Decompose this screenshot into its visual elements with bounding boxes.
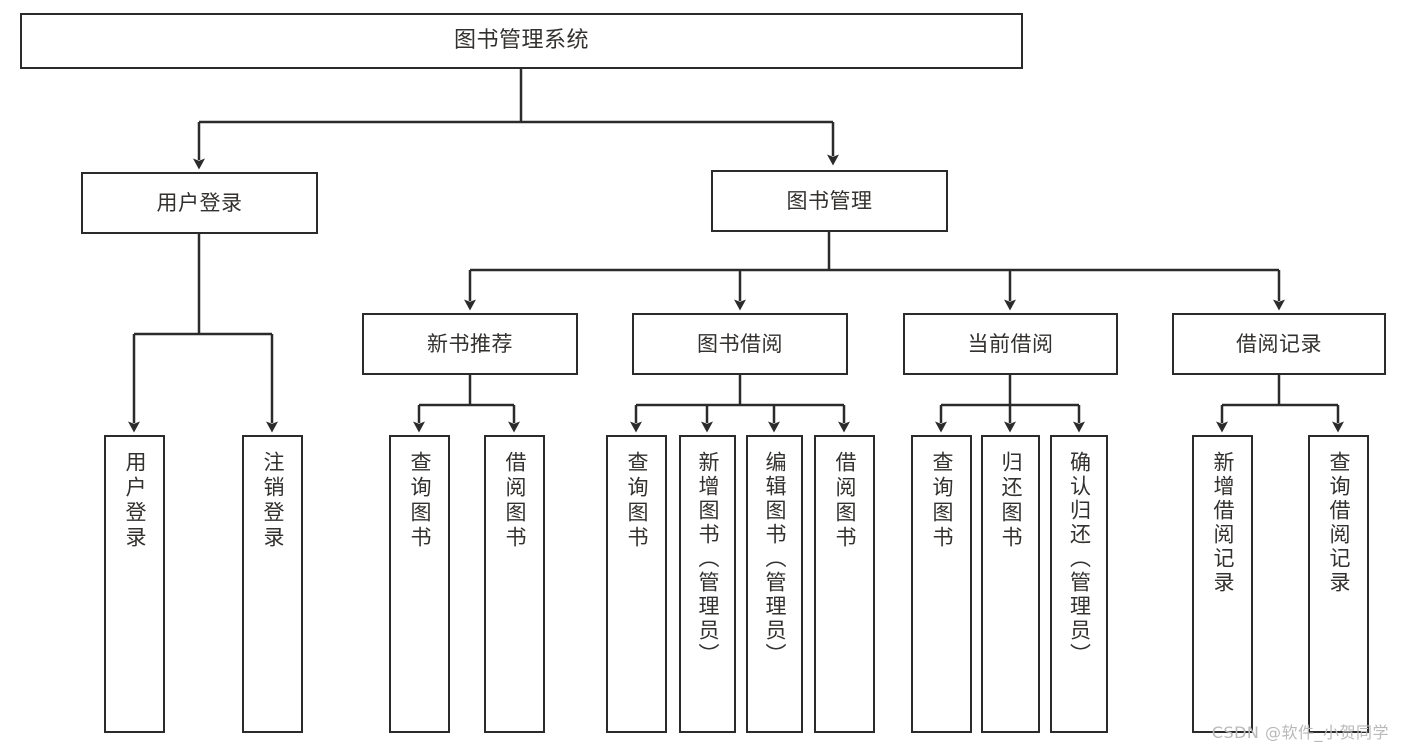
node-book-management[interactable]: 图书管理 bbox=[711, 170, 948, 232]
node-label: 当前借阅 bbox=[967, 331, 1054, 356]
node-borrow-records[interactable]: 借阅记录 bbox=[1172, 313, 1386, 375]
leaf-user-login-logout[interactable]: 注销登录 bbox=[242, 435, 303, 733]
node-label: 查询借阅记录 bbox=[1327, 451, 1351, 595]
leaf-book-borrow-edit-book-admin[interactable]: 编辑图书（管理员） bbox=[746, 435, 803, 733]
leaf-current-borrow-query-books[interactable]: 查询图书 bbox=[911, 435, 972, 733]
leaf-borrow-records-query-record[interactable]: 查询借阅记录 bbox=[1308, 435, 1369, 733]
leaf-user-login-login[interactable]: 用户登录 bbox=[104, 435, 165, 733]
node-label: 确认归还（管理员） bbox=[1067, 451, 1092, 667]
node-current-borrow[interactable]: 当前借阅 bbox=[903, 313, 1118, 375]
leaf-new-book-borrow-books[interactable]: 借阅图书 bbox=[484, 435, 545, 733]
leaf-borrow-records-add-record[interactable]: 新增借阅记录 bbox=[1192, 435, 1253, 733]
node-label: 注销登录 bbox=[261, 451, 285, 551]
node-root-book-management-system[interactable]: 图书管理系统 bbox=[20, 13, 1023, 69]
leaf-book-borrow-borrow-books[interactable]: 借阅图书 bbox=[814, 435, 875, 733]
node-label: 新书推荐 bbox=[427, 331, 513, 356]
node-label: 查询图书 bbox=[408, 451, 432, 551]
node-label: 图书借阅 bbox=[697, 331, 783, 356]
leaf-new-book-query-books[interactable]: 查询图书 bbox=[389, 435, 450, 733]
node-label: 图书管理系统 bbox=[453, 28, 589, 54]
node-label: 用户登录 bbox=[123, 451, 147, 551]
leaf-current-borrow-return-books[interactable]: 归还图书 bbox=[981, 435, 1040, 733]
node-new-book-recommend[interactable]: 新书推荐 bbox=[362, 313, 578, 375]
leaf-current-borrow-confirm-return-admin[interactable]: 确认归还（管理员） bbox=[1050, 435, 1108, 733]
node-label: 新增借阅记录 bbox=[1211, 451, 1235, 595]
node-book-borrow[interactable]: 图书借阅 bbox=[632, 313, 848, 375]
node-label: 图书管理 bbox=[786, 188, 873, 213]
node-user-login[interactable]: 用户登录 bbox=[81, 172, 318, 234]
watermark-text: CSDN @软件_小贺同学 bbox=[1211, 723, 1389, 742]
node-label: 查询图书 bbox=[625, 451, 649, 551]
leaf-book-borrow-add-book-admin[interactable]: 新增图书（管理员） bbox=[679, 435, 736, 733]
node-label: 借阅图书 bbox=[833, 451, 857, 551]
node-label: 归还图书 bbox=[999, 451, 1023, 551]
node-label: 新增图书（管理员） bbox=[696, 451, 720, 667]
leaf-book-borrow-query-books[interactable]: 查询图书 bbox=[606, 435, 667, 733]
node-label: 借阅记录 bbox=[1236, 331, 1322, 356]
node-label: 用户登录 bbox=[156, 190, 243, 215]
node-label: 借阅图书 bbox=[503, 451, 527, 551]
node-label: 编辑图书（管理员） bbox=[763, 451, 787, 667]
node-label: 查询图书 bbox=[930, 451, 954, 551]
